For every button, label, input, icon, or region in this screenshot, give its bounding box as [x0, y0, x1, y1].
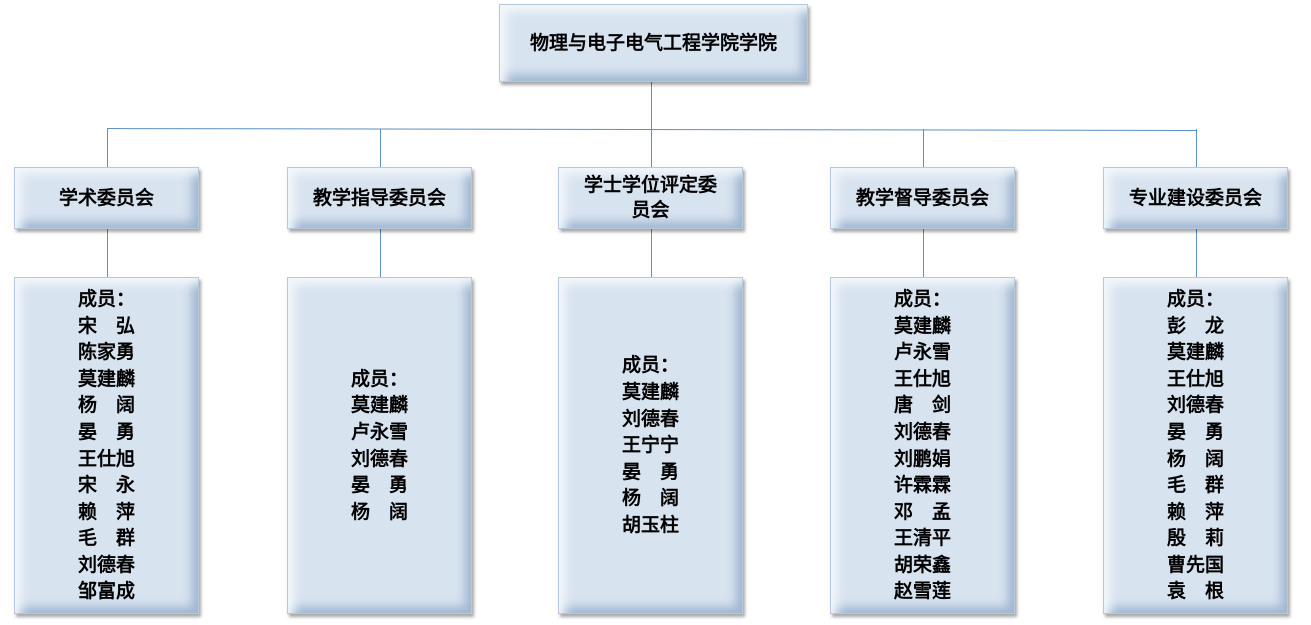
- member-name: 卢永雪: [350, 420, 408, 443]
- connector-members: [1196, 229, 1197, 277]
- member-name: 莫建麟: [893, 314, 951, 337]
- member-name: 胡荣鑫: [893, 553, 951, 576]
- member-name: 毛 群: [1166, 474, 1224, 497]
- connector-members: [923, 229, 924, 277]
- member-list: 成员： 莫建麟卢永雪王仕旭唐 剑刘德春刘鹏娟许霖霖邓 孟王清平胡荣鑫赵雪莲: [894, 286, 951, 605]
- member-name: 莫建麟: [77, 367, 135, 390]
- connector-down: [380, 129, 381, 167]
- member-name: 莫建麟: [621, 381, 679, 404]
- member-name: 胡玉柱: [621, 513, 679, 536]
- member-name: 毛 群: [77, 527, 135, 550]
- member-name: 唐 剑: [893, 394, 951, 417]
- member-name: 晏 勇: [1166, 420, 1224, 443]
- committee-name: 教学指导委员会: [312, 186, 446, 209]
- member-name: 晏 勇: [350, 474, 408, 497]
- member-name: 刘德春: [621, 407, 679, 430]
- members-node: 成员： 莫建麟刘德春王宁宁晏 勇杨 阔胡玉柱: [558, 277, 743, 614]
- members-node: 成员： 莫建麟卢永雪王仕旭唐 剑刘德春刘鹏娟许霖霖邓 孟王清平胡荣鑫赵雪莲: [830, 277, 1015, 614]
- committee-node: 专业建设委员会: [1103, 167, 1288, 229]
- connector-root: [651, 82, 652, 130]
- connector-down: [107, 129, 108, 167]
- member-list: 成员： 莫建麟刘德春王宁宁晏 勇杨 阔胡玉柱: [622, 352, 679, 538]
- member-name: 晏 勇: [621, 460, 679, 483]
- member-name: 王清平: [893, 527, 951, 550]
- member-name: 杨 阔: [77, 394, 135, 417]
- member-name: 杨 阔: [621, 487, 679, 510]
- member-name: 赖 萍: [77, 500, 135, 523]
- members-label: 成员：: [77, 287, 135, 310]
- member-name: 宋 弘: [77, 314, 135, 337]
- member-name: 曹先国: [1166, 553, 1224, 576]
- members-node: 成员： 莫建麟卢永雪刘德春晏 勇杨 阔: [287, 277, 472, 614]
- committee-node: 教学指导委员会: [287, 167, 472, 229]
- member-name: 许霖霖: [893, 474, 951, 497]
- member-name: 王仕旭: [893, 367, 951, 390]
- root-node: 物理与电子电气工程学院学院: [499, 4, 808, 82]
- member-list: 成员： 宋 弘陈家勇莫建麟杨 阔晏 勇王仕旭宋 永赖 萍毛 群刘德春邹富成: [78, 286, 135, 605]
- member-name: 莫建麟: [350, 394, 408, 417]
- connector-down: [1196, 129, 1197, 167]
- committee-name: 教学督导委员会: [855, 186, 989, 209]
- committee-name: 学术委员会: [58, 186, 154, 209]
- member-name: 王仕旭: [1166, 367, 1224, 390]
- connector-down: [923, 129, 924, 167]
- members-label: 成员：: [621, 354, 679, 377]
- member-name: 晏 勇: [77, 420, 135, 443]
- member-name: 刘德春: [77, 553, 135, 576]
- member-name: 刘德春: [350, 447, 408, 470]
- member-name: 莫建麟: [1166, 341, 1224, 364]
- member-name: 袁 根: [1166, 580, 1224, 603]
- member-name: 邹富成: [77, 580, 135, 603]
- connector-members: [107, 229, 108, 277]
- member-name: 王仕旭: [77, 447, 135, 470]
- member-list: 成员： 彭 龙莫建麟王仕旭刘德春晏 勇杨 阔毛 群赖 萍殷 莉曹先国袁 根: [1167, 286, 1224, 605]
- committee-name: 学士学位评定委员会: [583, 174, 717, 221]
- connector-down: [651, 129, 652, 167]
- member-name: 杨 阔: [1166, 447, 1224, 470]
- member-name: 邓 孟: [893, 500, 951, 523]
- member-name: 赵雪莲: [893, 580, 951, 603]
- members-node: 成员： 宋 弘陈家勇莫建麟杨 阔晏 勇王仕旭宋 永赖 萍毛 群刘德春邹富成: [14, 277, 199, 614]
- member-name: 殷 莉: [1166, 527, 1224, 550]
- committee-node: 学术委员会: [14, 167, 199, 229]
- member-list: 成员： 莫建麟卢永雪刘德春晏 勇杨 阔: [351, 366, 408, 526]
- member-name: 彭 龙: [1166, 314, 1224, 337]
- connector-members: [380, 229, 381, 277]
- member-name: 赖 萍: [1166, 500, 1224, 523]
- root-title: 物理与电子电气工程学院学院: [529, 31, 777, 54]
- member-name: 陈家勇: [77, 341, 135, 364]
- member-name: 刘德春: [1166, 394, 1224, 417]
- member-name: 杨 阔: [350, 500, 408, 523]
- members-label: 成员：: [350, 367, 408, 390]
- committee-node: 学士学位评定委员会: [558, 167, 743, 229]
- member-name: 刘鹏娟: [893, 447, 951, 470]
- member-name: 宋 永: [77, 474, 135, 497]
- members-label: 成员：: [893, 287, 951, 310]
- committee-node: 教学督导委员会: [830, 167, 1015, 229]
- members-node: 成员： 彭 龙莫建麟王仕旭刘德春晏 勇杨 阔毛 群赖 萍殷 莉曹先国袁 根: [1103, 277, 1288, 614]
- member-name: 王宁宁: [621, 434, 679, 457]
- member-name: 卢永雪: [893, 341, 951, 364]
- connector-members: [651, 229, 652, 277]
- members-label: 成员：: [1166, 287, 1224, 310]
- member-name: 刘德春: [893, 420, 951, 443]
- committee-name: 专业建设委员会: [1128, 186, 1262, 209]
